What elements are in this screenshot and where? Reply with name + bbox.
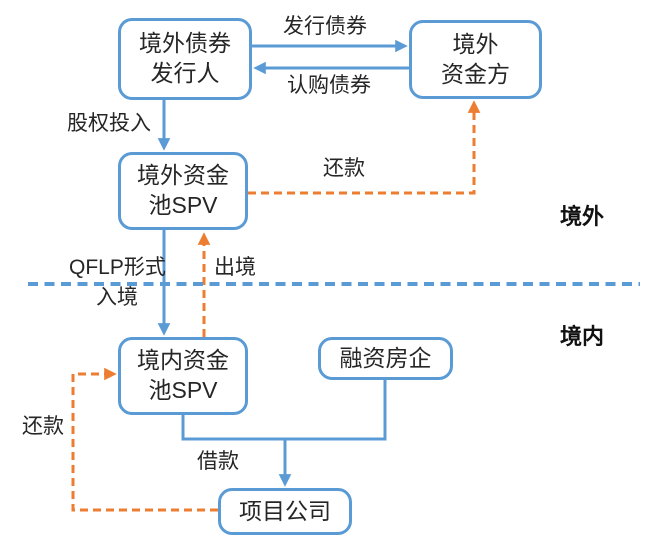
label-repayment-offshore: 还款: [323, 157, 365, 180]
arrow-repayment-offshore: [248, 100, 481, 195]
node-financing-developer: 融资房企: [318, 337, 453, 380]
node-project-company: 项目公司: [218, 488, 352, 535]
node-offshore-pool-spv: 境外资金 池SPV: [118, 152, 248, 230]
node-onshore-pool-spv: 境内资金 池SPV: [118, 337, 248, 415]
label-region-offshore: 境外: [560, 204, 605, 229]
label-subscribe-bonds: 认购债券: [287, 74, 371, 97]
label-region-onshore: 境内: [560, 324, 605, 349]
node-offshore-bond-issuer: 境外债券 发行人: [118, 18, 252, 100]
label-outbound: 出境: [214, 256, 256, 279]
label-issue-bonds: 发行债券: [283, 15, 367, 38]
arrow-repayment-onshore: [71, 367, 218, 512]
label-qflp-entry-line2: 入境: [96, 286, 138, 309]
node-offshore-funder: 境外 资金方: [409, 20, 542, 99]
label-qflp-entry-line1: QFLP形式: [69, 256, 166, 279]
label-loan: 借款: [197, 450, 239, 473]
label-repayment-onshore: 还款: [22, 415, 64, 438]
label-equity-injection: 股权投入: [67, 112, 151, 135]
